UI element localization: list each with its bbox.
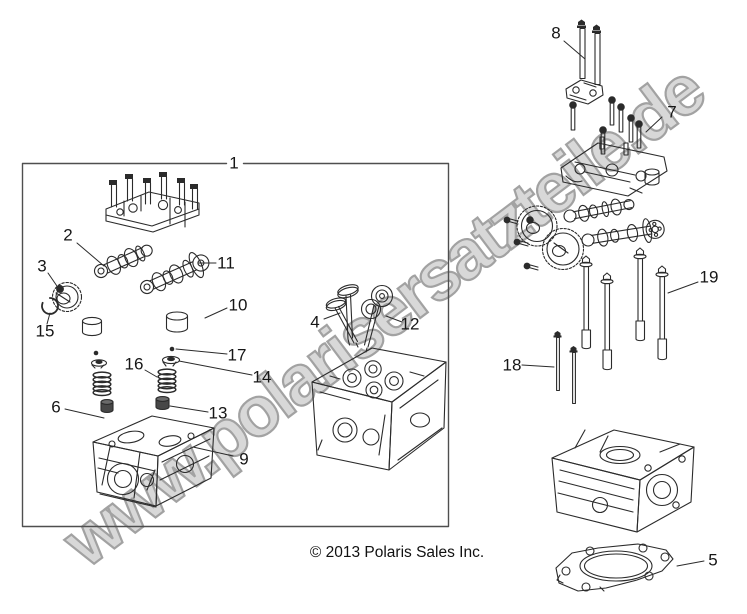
cylinder-head-main	[92, 415, 215, 508]
cylinder-block	[551, 429, 695, 533]
cam-sprockets-pair	[516, 205, 585, 271]
long-bolts-pair	[577, 19, 601, 86]
cylinder-bolts-long	[579, 247, 669, 371]
rocker-arm-assembly	[105, 172, 200, 233]
rocker-arm-assembly-right	[560, 136, 668, 197]
camshaft-right-bottom	[581, 218, 665, 247]
cylinder-head-side	[311, 347, 447, 471]
cam-bracket	[565, 79, 604, 105]
exhaust-valves	[360, 284, 394, 353]
valve-springs	[92, 368, 177, 397]
small-bolts-trio	[503, 216, 539, 271]
head-gasket	[555, 543, 674, 592]
assembly-box-border	[21, 162, 450, 528]
camshaft-rear	[139, 251, 210, 295]
cam-sprocket	[51, 281, 83, 313]
valve-stem-seals	[100, 396, 170, 414]
spring-retainers	[90, 355, 181, 369]
camshaft-front	[93, 244, 153, 279]
valve-keepers	[93, 346, 175, 356]
short-bolts-set	[569, 96, 643, 155]
snap-ring	[41, 297, 59, 315]
intake-valves	[325, 284, 359, 348]
dowel-bolts-thin	[553, 331, 578, 405]
copyright-text: © 2013 Polaris Sales Inc.	[309, 544, 485, 561]
tappet-buckets	[81, 311, 189, 337]
camshaft-right-top	[563, 198, 635, 223]
